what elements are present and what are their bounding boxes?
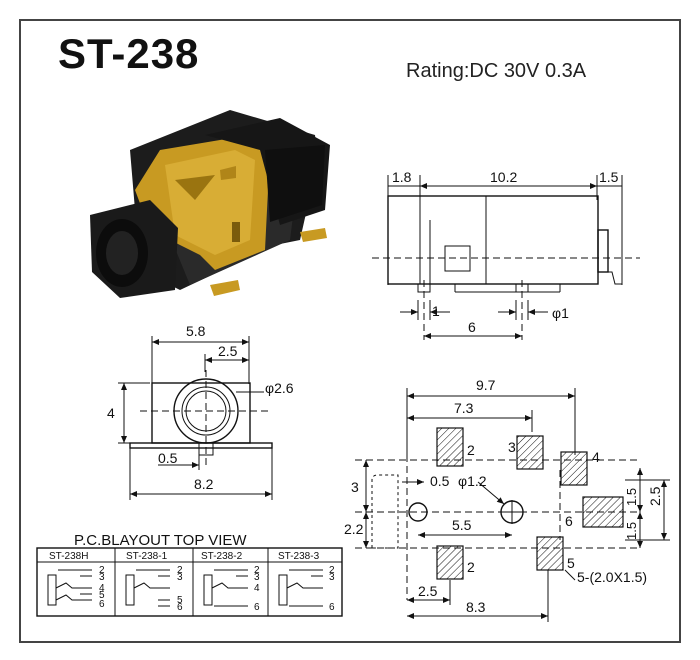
pcb-layout-table — [36, 547, 343, 617]
product-render — [90, 110, 330, 298]
pin-number: 3 — [254, 572, 260, 583]
pad-label: 5 — [567, 555, 575, 571]
pad-label: 3 — [508, 439, 516, 455]
pin-number: 5 — [177, 595, 183, 606]
pin-number: 4 — [254, 583, 260, 594]
pad-size-note: 5-(2.0X1.5) — [577, 569, 647, 585]
dim-front-width: 5.8 — [186, 323, 206, 339]
footprint-drawing — [355, 388, 670, 622]
dim-side-right: 1.5 — [599, 169, 619, 185]
dim-side-left: 1.8 — [392, 169, 412, 185]
pin-number: 3 — [177, 572, 183, 583]
pin-number: 2 — [177, 565, 183, 576]
pin-number: 2 — [254, 565, 260, 576]
dim-front-hole: φ2.6 — [265, 380, 294, 396]
dim-pin-diameter: φ1 — [552, 305, 569, 321]
pcb-column-header: ST-238-1 — [126, 551, 168, 562]
pcb-layout-title: P.C.BLAYOUT TOP VIEW — [74, 532, 247, 549]
dim-fp-73: 7.3 — [454, 400, 474, 416]
pin-number: 6 — [329, 602, 335, 613]
pin-number: 3 — [329, 572, 335, 583]
dim-front-center: 2.5 — [218, 343, 238, 359]
part-title: ST-238 — [58, 30, 200, 77]
dim-fp-3: 3 — [351, 479, 359, 495]
pad-label: 2 — [467, 442, 475, 458]
dim-pin-pitch: 1 — [432, 303, 440, 319]
pin-number: 6 — [254, 602, 260, 613]
dim-pin-span: 6 — [468, 319, 476, 335]
pin-number: 6 — [177, 602, 183, 613]
front-view-drawing — [118, 336, 273, 500]
dim-fp-97: 9.7 — [476, 377, 496, 393]
pcb-column-header: ST-238H — [49, 551, 88, 562]
dim-side-body: 10.2 — [490, 169, 517, 185]
pad-label: 4 — [592, 449, 600, 465]
side-view-drawing — [372, 175, 640, 340]
pad-label: 6 — [565, 513, 573, 529]
pcb-column-header: ST-238-2 — [201, 551, 243, 562]
dim-front-foot: 0.5 — [158, 450, 178, 466]
dim-fp-22: 2.2 — [344, 521, 364, 537]
pin-number: 3 — [99, 572, 105, 583]
pcb-column-header: ST-238-3 — [278, 551, 320, 562]
dim-fp-15b: 1.5 — [624, 522, 639, 540]
dim-fp-25-bottom: 2.5 — [418, 583, 438, 599]
pin-number: 2 — [99, 565, 105, 576]
dim-fp-05: 0.5 — [430, 473, 450, 489]
pin-number: 2 — [329, 565, 335, 576]
dim-fp-15a: 1.5 — [624, 488, 639, 506]
dim-fp-25-right: 2.5 — [647, 486, 663, 506]
dim-fp-55: 5.5 — [452, 517, 472, 533]
outer-frame — [19, 19, 681, 643]
dim-fp-83: 8.3 — [466, 599, 486, 615]
dim-fp-hole: φ1.2 — [458, 473, 487, 489]
pin-number: 4 — [99, 583, 105, 594]
pin-number: 5 — [99, 590, 105, 601]
pad-label: 2 — [467, 559, 475, 575]
rating-label: Rating:DC 30V 0.3A — [406, 60, 587, 82]
pin-number: 6 — [99, 599, 105, 610]
dim-front-total: 8.2 — [194, 476, 214, 492]
dim-front-height: 4 — [107, 405, 115, 421]
